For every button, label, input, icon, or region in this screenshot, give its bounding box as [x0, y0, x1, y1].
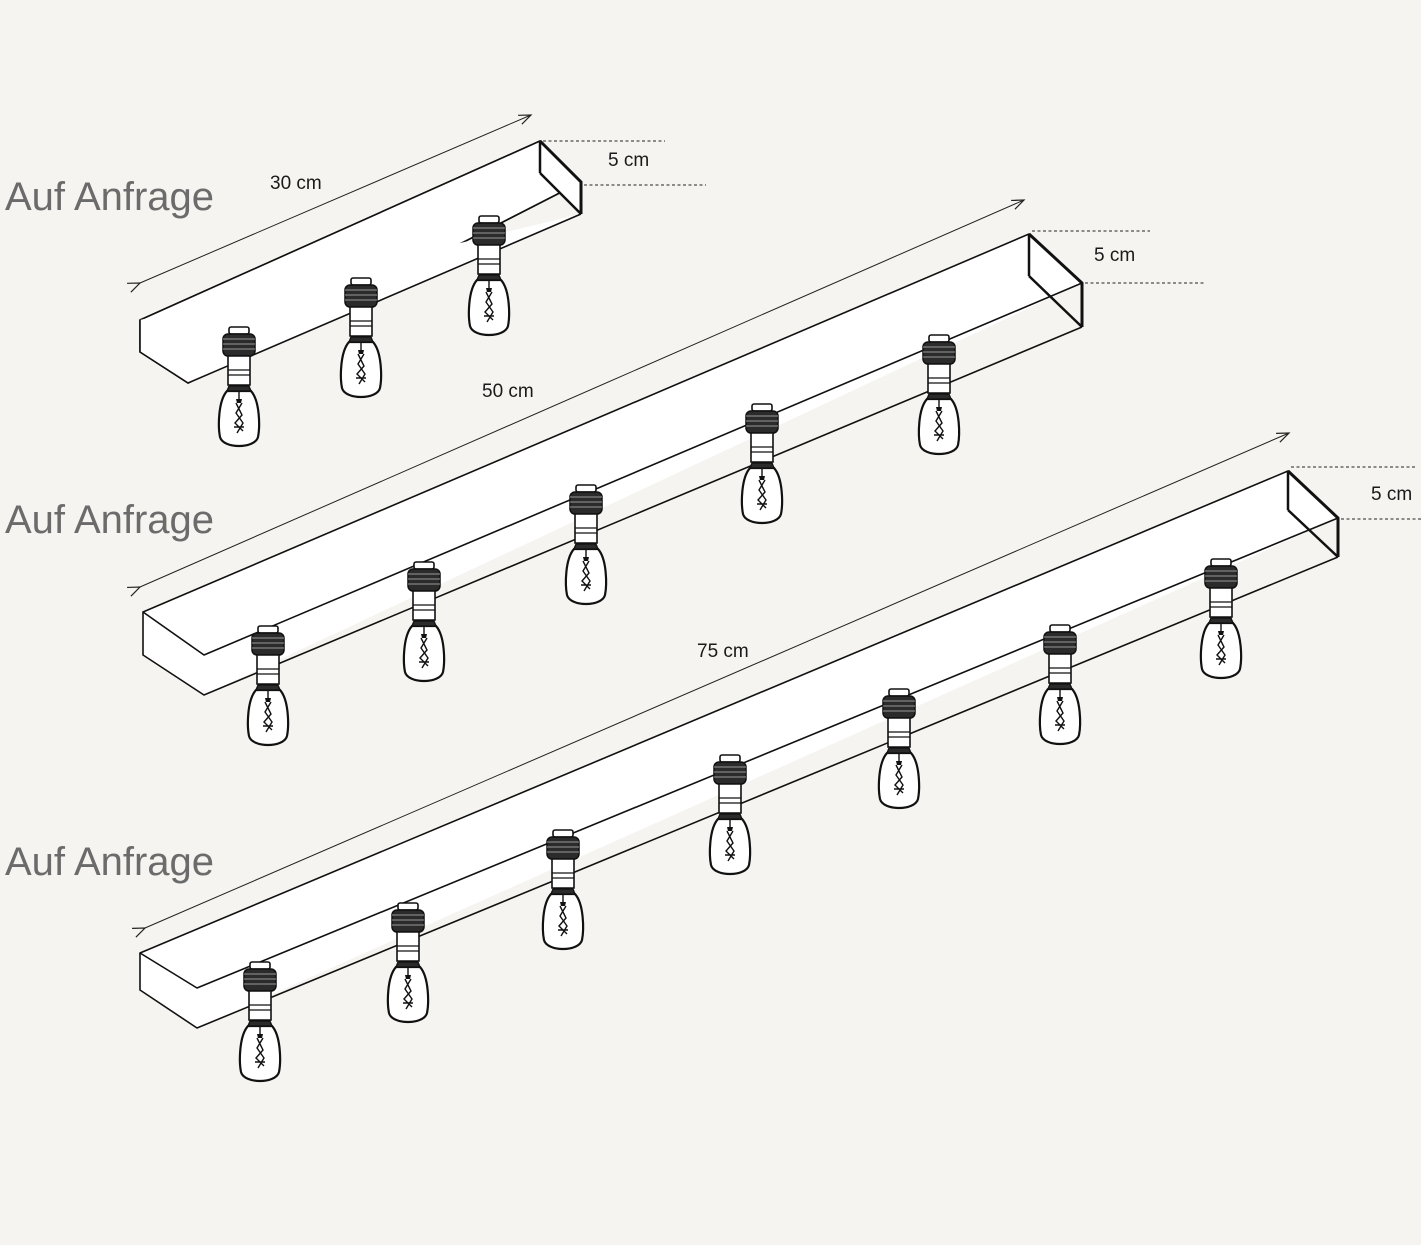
edison-bulb-socket-icon	[217, 325, 261, 448]
edison-bulb-socket-icon	[1199, 557, 1243, 680]
bar-75cm: Auf Anfrage 75 cm 5 cm	[5, 432, 1421, 1083]
edison-bulb-socket-icon	[877, 687, 921, 810]
bar-75cm-end	[1286, 469, 1340, 557]
height-label-75cm: 5 cm	[1371, 484, 1412, 505]
bar-30cm: Auf Anfrage 30 cm 5 cm	[5, 114, 706, 448]
edison-bulb-socket-icon	[386, 901, 430, 1024]
edison-bulb-socket-icon	[402, 560, 446, 683]
bar-50cm: Auf Anfrage 50 cm 5 cm	[5, 199, 1205, 747]
edison-bulb-socket-icon	[740, 402, 784, 525]
edison-bulb-socket-icon	[238, 960, 282, 1083]
price-label-50cm: Auf Anfrage	[5, 498, 214, 542]
height-label-50cm: 5 cm	[1094, 245, 1135, 266]
price-label-30cm: Auf Anfrage	[5, 175, 214, 219]
edison-bulb-socket-icon	[1038, 623, 1082, 746]
price-label-75cm: Auf Anfrage	[5, 840, 214, 884]
length-label-75cm: 75 cm	[697, 641, 749, 662]
length-dimension-75cm	[132, 432, 1291, 938]
edison-bulb-socket-icon	[917, 333, 961, 456]
length-label-50cm: 50 cm	[482, 381, 534, 402]
bar-50cm-end	[1027, 232, 1084, 327]
edison-bulb-socket-icon	[564, 483, 608, 606]
edison-bulb-socket-icon	[246, 624, 290, 747]
edison-bulb-socket-icon	[541, 828, 585, 951]
edison-bulb-socket-icon	[339, 276, 383, 399]
height-label-30cm: 5 cm	[608, 150, 649, 171]
length-label-30cm: 30 cm	[270, 173, 322, 194]
edison-bulb-socket-icon	[467, 214, 511, 337]
